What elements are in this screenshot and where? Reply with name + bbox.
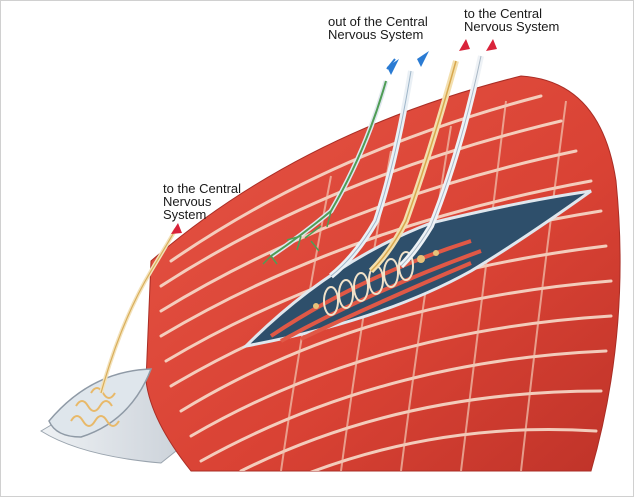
label-line: Nervous System [328, 28, 428, 41]
label-to-cns-right: to the Central Nervous System [464, 7, 559, 33]
label-out-of-cns: out of the Central Nervous System [328, 15, 428, 41]
label-line: System [163, 208, 241, 221]
label-line: Nervous System [464, 20, 559, 33]
label-to-cns-left: to the Central Nervous System [163, 182, 241, 221]
